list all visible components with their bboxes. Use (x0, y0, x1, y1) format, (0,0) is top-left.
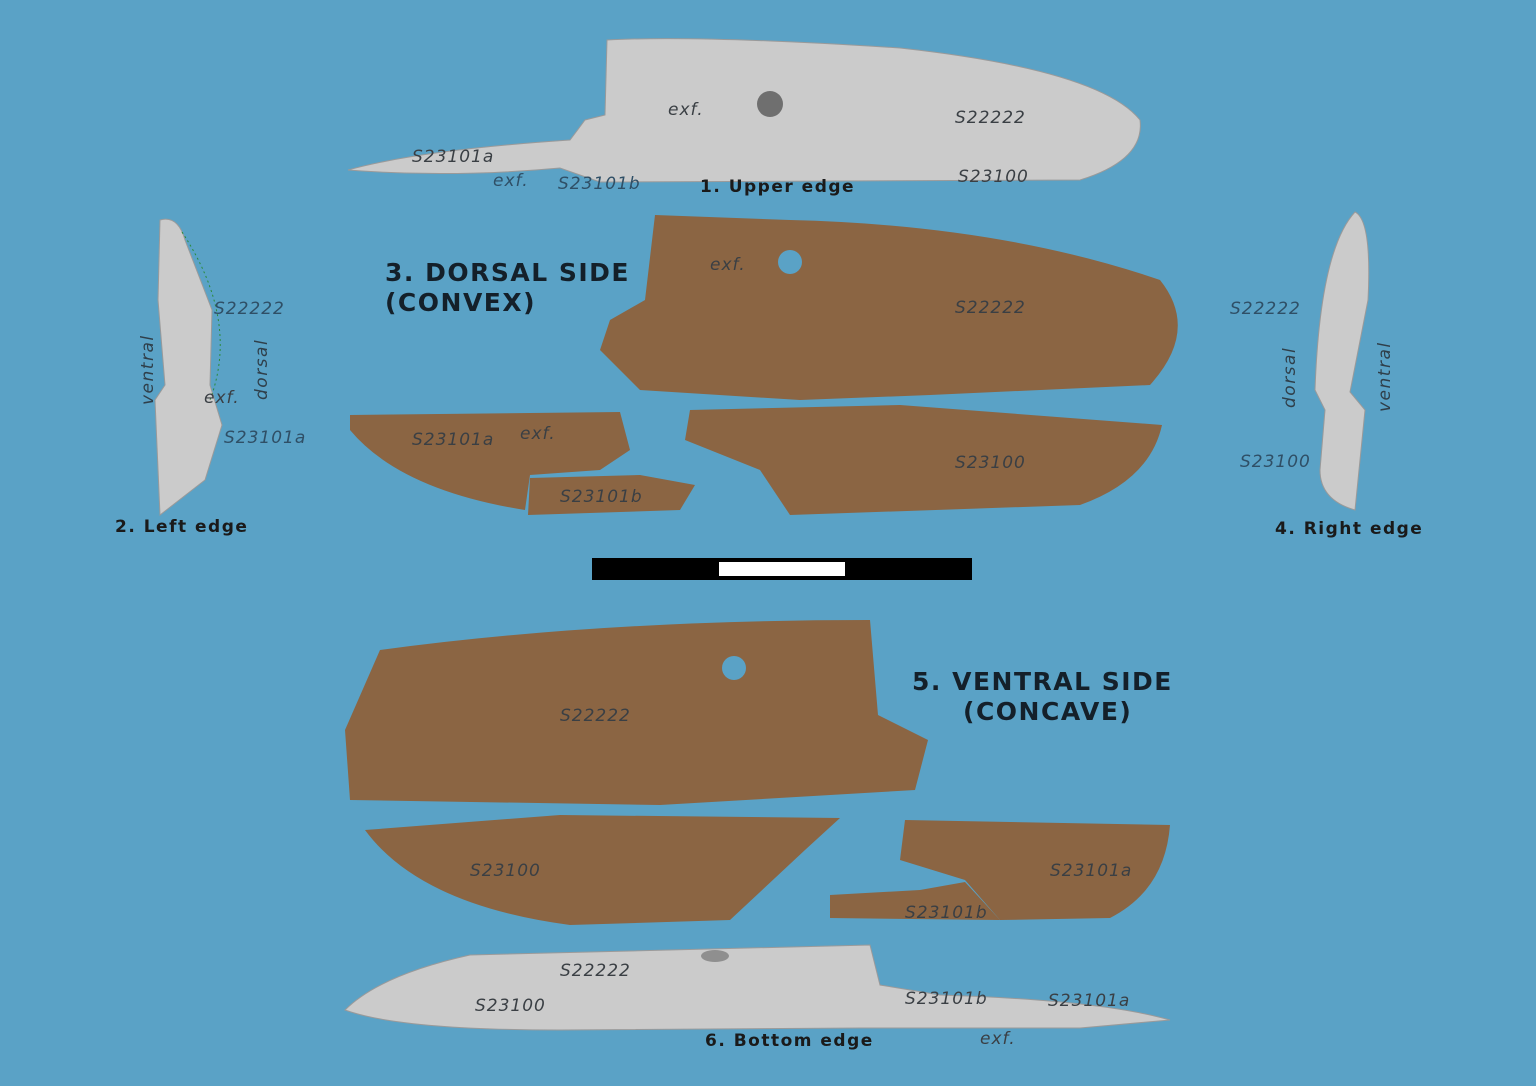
dorsal-s23101a (350, 412, 630, 510)
dorsal-side-title: 3. DORSAL SIDE (CONVEX) (385, 258, 630, 317)
right-label-s23100: S23100 (1240, 452, 1311, 472)
bottom-label-exf: exf. (980, 1029, 1016, 1049)
bottom-label-s23100: S23100 (475, 996, 546, 1016)
ventral-side-title: 5. VENTRAL SIDE (CONCAVE) (912, 667, 1173, 726)
left-label-exf: exf. (204, 388, 240, 408)
upper-edge-hole (757, 91, 783, 117)
right-edge-model (1314, 211, 1370, 511)
bottom-edge-model (344, 944, 1171, 1031)
upper-label-exf: exf. (668, 100, 704, 120)
ventral-hole (722, 656, 746, 680)
caption-bottom-edge: 6. Bottom edge (705, 1031, 874, 1051)
dorsal-label-exf: exf. (710, 255, 746, 275)
ventral-label-s23101a: S23101a (1050, 861, 1133, 881)
dorsal-label-exf-2: exf. (520, 424, 556, 444)
scale-bar-segment (719, 562, 845, 576)
left-label-s22222: S22222 (214, 299, 285, 319)
dorsal-label-s22222: S22222 (955, 298, 1026, 318)
dorsal-s22222 (600, 215, 1178, 400)
left-label-s23101a: S23101a (224, 428, 307, 448)
bottom-label-s23101a: S23101a (1048, 991, 1131, 1011)
upper-label-s23101b: S23101b (558, 174, 641, 194)
upper-edge-model (347, 38, 1141, 183)
dorsal-hole (778, 250, 802, 274)
upper-label-s22222: S22222 (955, 108, 1026, 128)
dorsal-s23101b (528, 475, 695, 515)
dorsal-label-s23101b: S23101b (560, 487, 643, 507)
caption-left-edge: 2. Left edge (115, 517, 249, 537)
left-label-ventral: ventral (138, 334, 158, 405)
caption-upper-edge: 1. Upper edge (700, 177, 856, 197)
bottom-label-s23101b: S23101b (905, 989, 988, 1009)
ventral-s23101a (900, 820, 1170, 920)
dorsal-s23100 (685, 405, 1162, 515)
upper-label-s23101a: S23101a (412, 147, 495, 167)
left-edge-model (154, 218, 223, 516)
dorsal-label-s23101a: S23101a (412, 430, 495, 450)
ventral-s23101b (830, 882, 1000, 920)
right-label-dorsal: dorsal (1280, 346, 1300, 408)
bottom-edge-hole (701, 950, 729, 962)
right-label-ventral: ventral (1375, 341, 1395, 412)
upper-label-s23100: S23100 (958, 167, 1029, 187)
upper-label-exf-2: exf. (493, 171, 529, 191)
right-label-s22222: S22222 (1230, 299, 1301, 319)
ventral-s22222 (345, 620, 928, 805)
ventral-label-s23101b: S23101b (905, 903, 988, 923)
ventral-label-s23100: S23100 (470, 861, 541, 881)
ventral-label-s22222: S22222 (560, 706, 631, 726)
left-label-dorsal: dorsal (252, 338, 272, 400)
bottom-label-s22222: S22222 (560, 961, 631, 981)
caption-right-edge: 4. Right edge (1275, 519, 1424, 539)
ventral-s23100 (365, 815, 840, 925)
dorsal-label-s23100: S23100 (955, 453, 1026, 473)
